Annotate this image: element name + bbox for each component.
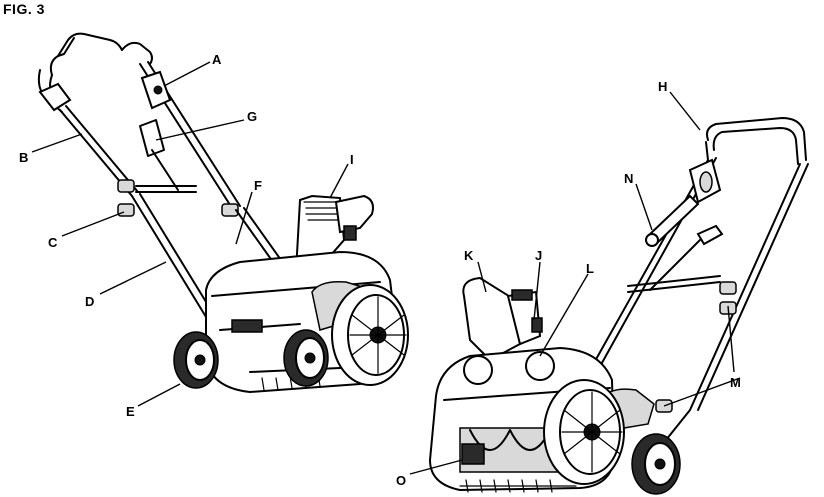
callout-o: O xyxy=(396,473,406,488)
right-front-wheel xyxy=(632,434,680,494)
callout-k: K xyxy=(464,248,474,263)
callout-i: I xyxy=(350,152,354,167)
left-rear-wheel xyxy=(332,285,408,385)
callout-f: F xyxy=(254,178,262,193)
callout-b: B xyxy=(19,150,28,165)
callout-j: J xyxy=(535,248,542,263)
callout-n: N xyxy=(624,171,633,186)
right-discharge-chute xyxy=(463,278,542,360)
right-snow-thrower xyxy=(430,118,808,494)
callout-c: C xyxy=(48,235,58,250)
left-snow-thrower xyxy=(39,34,408,392)
callout-g: G xyxy=(247,109,257,124)
left-front-wheel-2 xyxy=(284,330,328,386)
callout-d: D xyxy=(85,294,94,309)
left-front-wheel-1 xyxy=(174,332,218,388)
callout-e: E xyxy=(126,404,135,419)
right-main-wheel xyxy=(544,380,624,484)
callout-l: L xyxy=(586,261,594,276)
callout-h: H xyxy=(658,79,667,94)
callout-a: A xyxy=(212,52,222,67)
callout-m: M xyxy=(730,375,741,390)
